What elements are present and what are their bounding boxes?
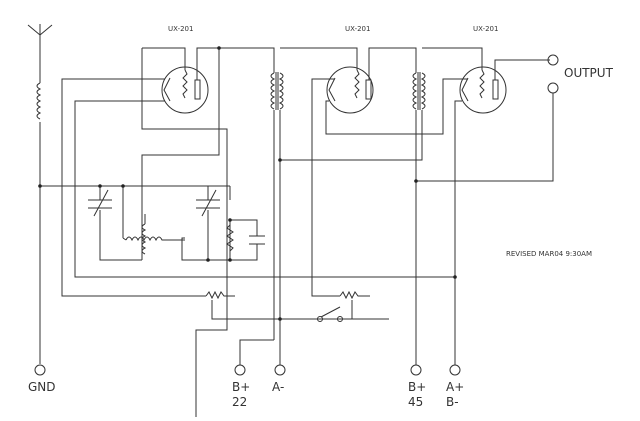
- b45-label-1: B+: [408, 380, 426, 394]
- output-terminal-2: [547, 82, 559, 94]
- output-label: OUTPUT: [564, 66, 614, 80]
- junction-dots: [38, 46, 457, 321]
- gnd-terminal: [34, 364, 46, 376]
- grid-leak-resistor: [226, 224, 234, 252]
- tube-3: [459, 66, 507, 114]
- output-terminal-1: [547, 54, 559, 66]
- gnd-label: GND: [28, 380, 56, 394]
- revision-note: REVISED MAR04 9:30AM: [506, 250, 592, 258]
- transformer-1: [270, 72, 284, 110]
- b22-terminal: [234, 364, 246, 376]
- tube-2-label: UX-201: [345, 25, 370, 33]
- tapped-coil: [122, 214, 185, 255]
- b45-label-2: 45: [408, 395, 423, 409]
- a-plus-label-1: A+: [446, 380, 464, 394]
- a-plus-label-2: B-: [446, 395, 459, 409]
- tube-1: [161, 66, 209, 114]
- tube-3-label: UX-201: [473, 25, 498, 33]
- transformer-2: [412, 72, 426, 110]
- variable-capacitor-2: [196, 189, 220, 217]
- b22-label-1: B+: [232, 380, 250, 394]
- a-minus-terminal: [274, 364, 286, 376]
- tube-1-label: UX-201: [168, 25, 193, 33]
- tube-2: [326, 66, 374, 114]
- fixed-capacitor: [249, 235, 265, 245]
- variable-capacitor-1: [88, 189, 112, 217]
- wiring: [40, 47, 554, 417]
- antenna-coil: [36, 82, 42, 364]
- b45-terminal: [410, 364, 422, 376]
- antenna-icon: [27, 24, 53, 83]
- a-minus-label: A-: [272, 380, 284, 394]
- b22-label-2: 22: [232, 395, 247, 409]
- a-plus-terminal: [449, 364, 461, 376]
- filament-switch: [280, 306, 352, 322]
